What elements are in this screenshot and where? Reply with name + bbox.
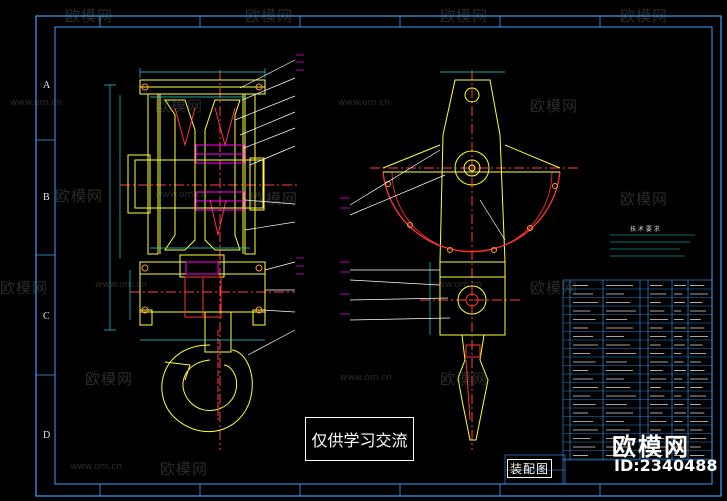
watermark-logo: 欧模网 (250, 190, 299, 208)
watermark-url: www.om.cn (10, 98, 62, 108)
watermark-logo: 欧模网 (620, 7, 669, 25)
outer-frame (35, 15, 722, 497)
parts-list-rows (563, 288, 712, 460)
watermark-url: www.om.cn (70, 462, 122, 472)
watermark-logo: 欧模网 (440, 370, 489, 388)
watermark-url: www.om.cn (340, 373, 392, 383)
watermark-logo: 欧模网 (620, 190, 669, 208)
watermark-logo: 欧模网 (530, 97, 579, 115)
zone-label-c: C (43, 311, 50, 322)
tech-notes-title: 技 术 要 求 (630, 226, 660, 233)
watermark-logo: 欧模网 (65, 7, 114, 25)
zone-ticks (36, 16, 601, 496)
study-only-notice: 仅供学习交流 (305, 417, 414, 461)
inner-frame (54, 26, 713, 485)
brand-id: ID:2340488 (614, 456, 718, 475)
watermark-logo: 欧模网 (530, 279, 579, 297)
watermark-url: www.om.cn (430, 280, 482, 290)
zone-label-b: B (43, 192, 50, 203)
watermark-logo: 欧模网 (55, 187, 104, 205)
watermark-url: www.om.cn (95, 280, 147, 290)
parts-list-text (573, 285, 708, 456)
side-section-view (104, 54, 304, 450)
watermark-logo: 欧模网 (440, 7, 489, 25)
assembly-label: 装配图 (507, 459, 553, 478)
technical-notes (610, 234, 695, 257)
zone-label-d: D (43, 430, 51, 441)
watermark-url: www.om.cn (155, 190, 207, 200)
watermark-logo: 欧模网 (245, 7, 294, 25)
watermark-logo: 欧模网 (85, 370, 134, 388)
title-block (504, 454, 566, 485)
brand-name: 欧模网 (612, 433, 690, 461)
watermark-logo: 欧模网 (0, 279, 49, 297)
watermark-logo: 欧模网 (160, 460, 209, 478)
zone-label-a: A (43, 80, 51, 91)
parts-list (562, 279, 713, 485)
watermark-logo: 欧模网 (155, 97, 204, 115)
front-view (340, 70, 580, 450)
watermark-url: www.om.cn (338, 98, 390, 108)
